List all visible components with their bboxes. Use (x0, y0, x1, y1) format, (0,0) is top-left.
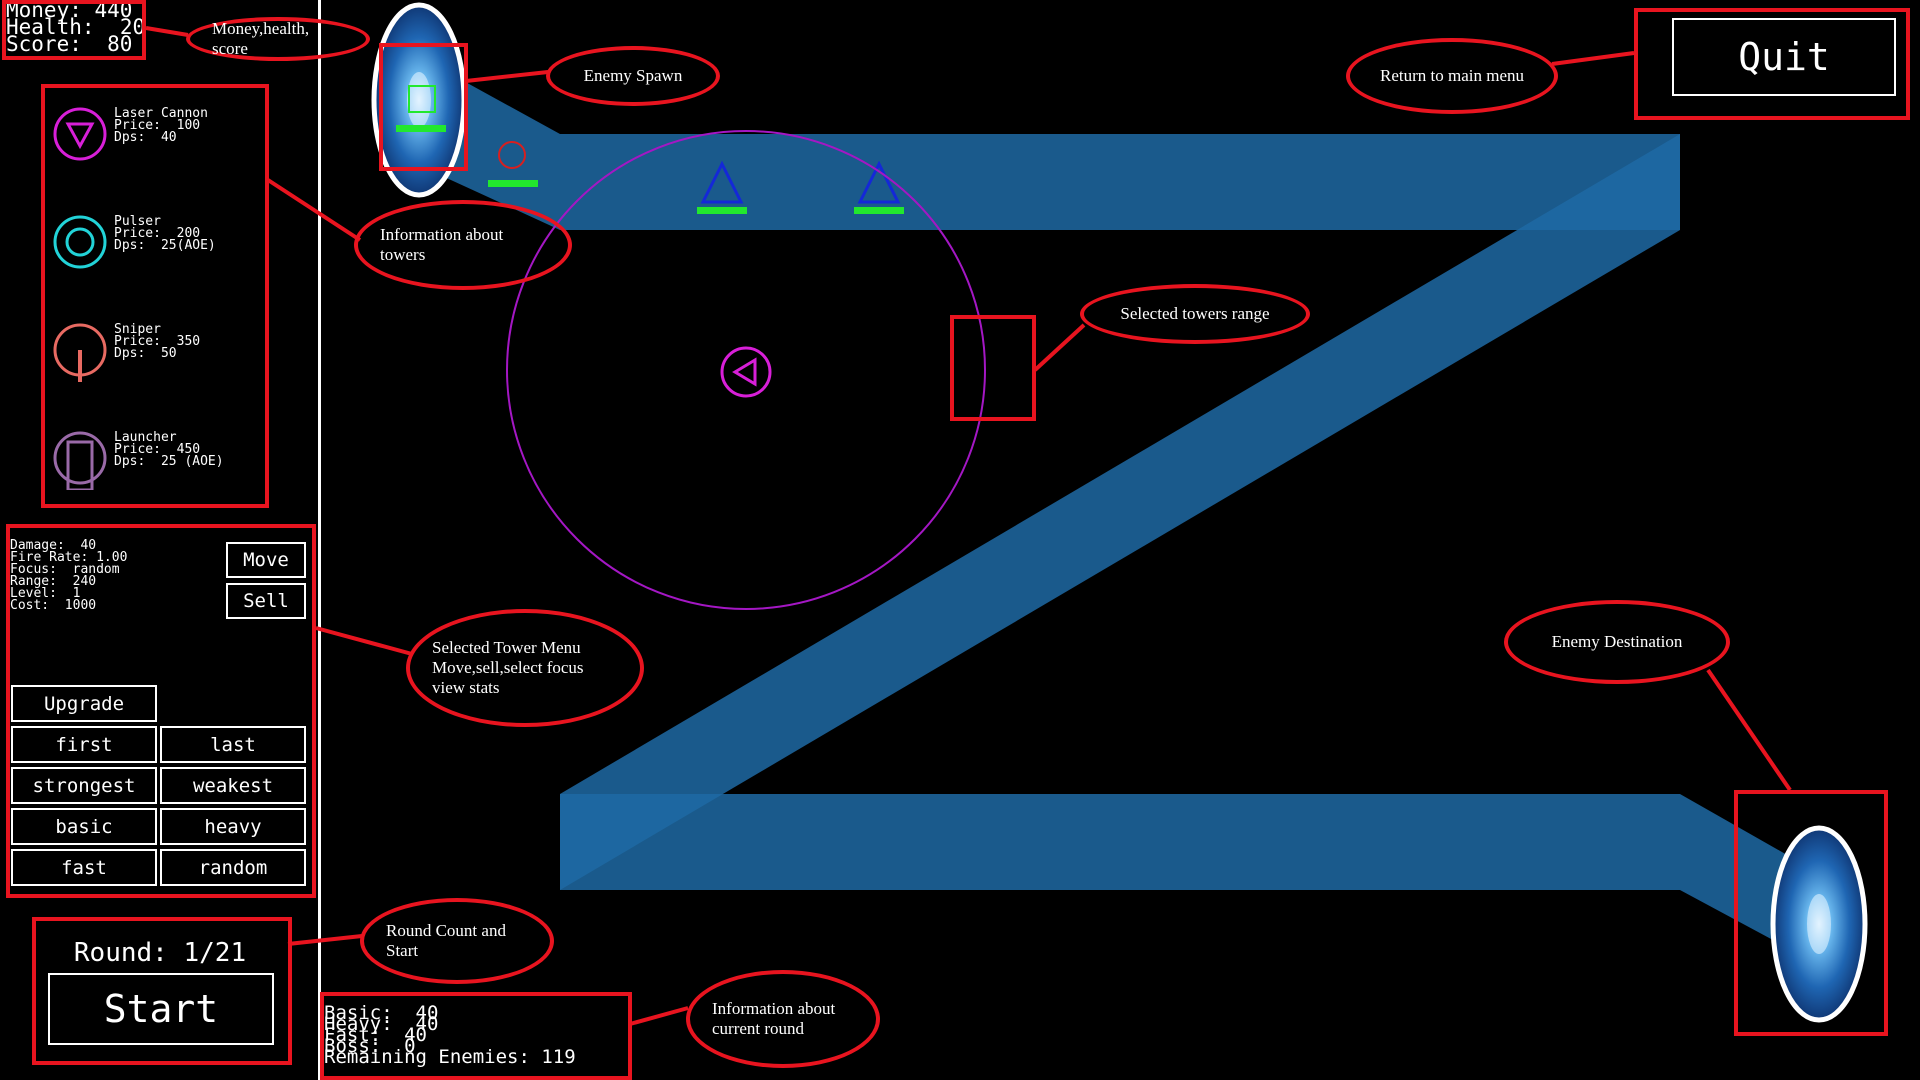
sniper-icon (53, 323, 107, 382)
boss-count: Boss: 0 (324, 1035, 416, 1057)
tower-name: Sniper (114, 322, 161, 337)
tower-dps: Dps: 25(AOE) (114, 238, 216, 253)
annotation-line: Round Count and (386, 921, 506, 940)
tower-dps: Dps: 25 (AOE) (114, 454, 224, 469)
annotation-round-info: Information about current round (686, 970, 880, 1068)
round-info-highlight-box (320, 992, 632, 1080)
panel-separator (318, 0, 321, 1080)
tower-dps: Dps: 40 (114, 130, 177, 145)
selected-tower-range (506, 130, 986, 610)
stat-level: Level: 1 (10, 586, 81, 601)
range-highlight-box (950, 315, 1036, 421)
annotation-round-count: Round Count and Start (360, 898, 554, 984)
health-label: Health: (6, 15, 95, 39)
upgrade-button[interactable]: Upgrade (11, 685, 157, 722)
hud-stats: Money: 440 Health: 20 Score: 80 (6, 0, 146, 56)
tower-name: Pulser (114, 214, 161, 229)
fast-count: Fast: 40 (324, 1024, 427, 1046)
basic-count: Basic: 40 (324, 1002, 439, 1024)
tower-name: Laser Cannon (114, 106, 208, 121)
annotation-return-main-menu: Return to main menu (1346, 38, 1558, 114)
focus-strongest-button[interactable]: strongest (11, 767, 157, 804)
focus-last-button[interactable]: last (160, 726, 306, 763)
tower-dps: Dps: 50 (114, 346, 177, 361)
selected-laser-cannon-tower[interactable] (720, 346, 772, 398)
heavy-count: Heavy: 40 (324, 1013, 439, 1035)
laser-cannon-icon (53, 107, 107, 161)
enemy-square (396, 85, 446, 132)
shop-tower-sniper[interactable]: Sniper Price: 350 Dps: 50 (52, 322, 262, 402)
annotation-selected-menu: Selected Tower Menu Move,sell,select foc… (406, 609, 644, 727)
pulser-icon (53, 215, 107, 269)
hud-highlight-box (2, 0, 146, 60)
focus-first-button[interactable]: first (11, 726, 157, 763)
stat-fire-rate: Fire Rate: 1.00 (10, 550, 128, 565)
round-info: Basic: 40 Heavy: 40 Fast: 40 Boss: 0 Rem… (324, 1004, 576, 1067)
stat-cost: Cost: 1000 (10, 598, 97, 613)
tower-info-highlight-box (41, 84, 269, 508)
launcher-icon (53, 431, 107, 490)
health-value: 20 (119, 15, 146, 39)
score-label: Score: (6, 32, 82, 56)
annotation-line: current round (712, 1019, 805, 1038)
start-button[interactable]: Start (48, 973, 274, 1045)
focus-weakest-button[interactable]: weakest (160, 767, 306, 804)
score-value: 80 (107, 32, 133, 56)
annotation-line: Move,sell,select focus (432, 658, 584, 677)
quit-button[interactable]: Quit (1672, 18, 1896, 96)
destination-highlight-box (1734, 790, 1888, 1036)
focus-basic-button[interactable]: basic (11, 808, 157, 845)
stat-range: Range: 240 (10, 574, 97, 589)
focus-heavy-button[interactable]: heavy (160, 808, 306, 845)
round-highlight-box (32, 917, 292, 1065)
tower-price: Price: 450 (114, 442, 201, 457)
remaining-enemies: Remaining Enemies: 119 (324, 1046, 576, 1068)
money-label: Money: (6, 0, 82, 22)
shop-tower-pulser[interactable]: Pulser Price: 200 Dps: 25(AOE) (52, 214, 262, 294)
selected-menu-highlight-box (6, 524, 316, 898)
money-value: 440 (94, 0, 133, 22)
annotation-enemy-destination: Enemy Destination (1504, 600, 1730, 684)
annotation-selected-range: Selected towers range (1080, 284, 1310, 344)
stat-damage: Damage: 40 (10, 538, 97, 553)
annotation-line: Selected Tower Menu (432, 638, 581, 657)
enemy-triangle (854, 160, 904, 214)
spawn-highlight-box (379, 43, 468, 171)
annotation-tower-info: Information about towers (354, 200, 572, 290)
enemy-path (440, 68, 1810, 960)
enemy-circle (488, 141, 538, 187)
selected-tower-stats: Damage: 40 Fire Rate: 1.00 Focus: random… (10, 538, 128, 613)
round-counter: Round: 1/21 (73, 938, 247, 968)
tower-price: Price: 200 (114, 226, 201, 241)
focus-random-button[interactable]: random (160, 849, 306, 886)
enemy-destination-portal (1770, 825, 1868, 1023)
enemy-triangle (697, 160, 747, 214)
move-button[interactable]: Move (226, 542, 306, 578)
quit-highlight-box (1634, 8, 1910, 120)
sell-button[interactable]: Sell (226, 583, 306, 619)
shop-tower-laser-cannon[interactable]: Laser Cannon Price: 100 Dps: 40 (52, 106, 262, 186)
annotation-line: view stats (432, 678, 500, 697)
stat-focus: Focus: random (10, 562, 120, 577)
annotation-line: Information about (712, 999, 836, 1018)
shop-tower-launcher[interactable]: Launcher Price: 450 Dps: 25 (AOE) (52, 430, 262, 510)
tower-price: Price: 100 (114, 118, 201, 133)
tower-name: Launcher (114, 430, 177, 445)
annotation-money-health-score: Money,health, score (186, 17, 370, 61)
annotation-enemy-spawn: Enemy Spawn (546, 46, 720, 106)
tower-price: Price: 350 (114, 334, 201, 349)
focus-fast-button[interactable]: fast (11, 849, 157, 886)
annotation-line: Start (386, 941, 419, 960)
